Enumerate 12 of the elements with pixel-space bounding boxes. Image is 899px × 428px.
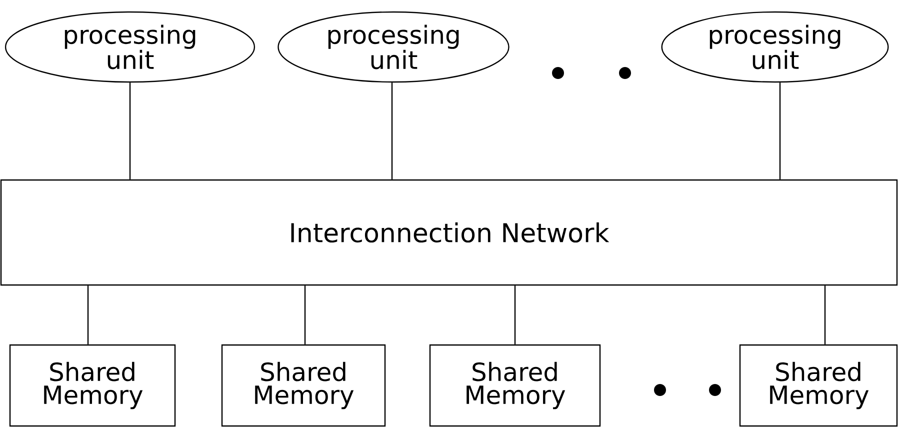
connector-line xyxy=(824,286,826,344)
memory-box: Shared Memory xyxy=(221,344,386,427)
memory-box: Shared Memory xyxy=(429,344,601,427)
connector-line xyxy=(304,286,306,344)
memory-box: Shared Memory xyxy=(9,344,176,427)
connector-line xyxy=(129,82,131,180)
connector-line xyxy=(779,82,781,180)
memory-box: Shared Memory xyxy=(739,344,898,427)
connector-line xyxy=(514,286,516,344)
connector-line xyxy=(391,82,393,180)
connector-line xyxy=(87,286,89,344)
network-box: Interconnection Network xyxy=(0,179,898,286)
